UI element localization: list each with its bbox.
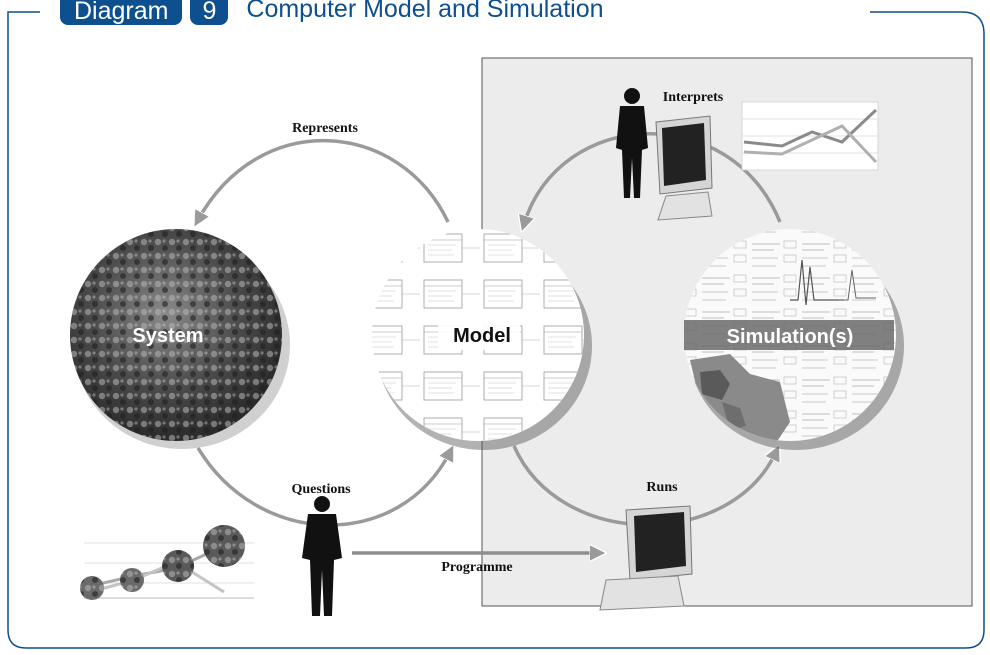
simulation-label: Simulation(s) <box>727 326 854 348</box>
diagram-header: Diagram 9 Computer Model and Simulation <box>60 0 604 25</box>
line-chart-icon <box>741 101 879 171</box>
represents-label: Represents <box>292 121 358 136</box>
diagram-tag: Diagram <box>60 0 183 25</box>
system-node: System <box>70 229 290 449</box>
diagram-title: Computer Model and Simulation <box>246 0 604 23</box>
questions-label: Questions <box>291 482 351 497</box>
computer-icon <box>655 115 713 221</box>
person-silhouette-icon <box>302 496 342 616</box>
diagram-number: 9 <box>190 0 229 25</box>
simulation-node: Simulation(s) <box>684 229 904 450</box>
computer-icon <box>599 505 693 611</box>
person-silhouette-icon <box>616 88 648 198</box>
interprets-arrow <box>524 132 782 224</box>
frame-border <box>7 11 985 649</box>
interprets-label: Interprets <box>663 90 724 105</box>
programme-label: Programme <box>441 560 512 575</box>
represents-arrow <box>198 139 450 222</box>
model-label: Model <box>453 325 511 347</box>
system-label: System <box>132 325 203 347</box>
model-node: Model <box>372 229 592 450</box>
runs-label: Runs <box>646 480 678 495</box>
bubble-chart-icon <box>80 525 254 600</box>
